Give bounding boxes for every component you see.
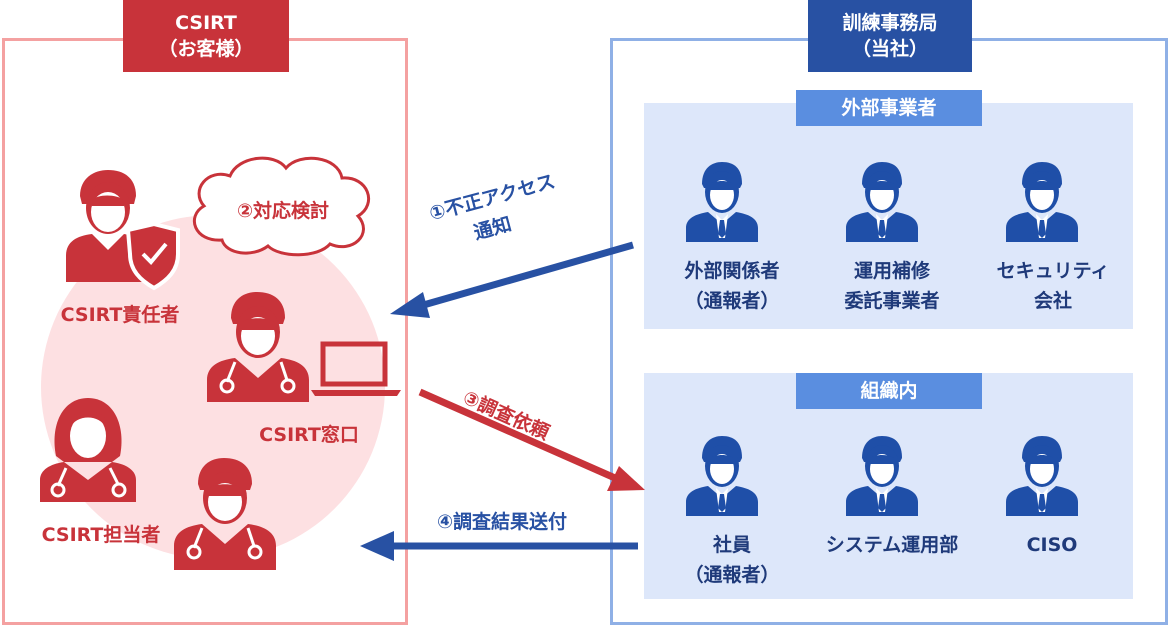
external-member-2-line2: 委託事業者 (844, 290, 940, 312)
external-member-3: セキュリティ 会社 (970, 256, 1136, 316)
arrow-step4-label: ④調査結果送付 (436, 511, 568, 533)
external-member-1-line2: （通報者） (684, 290, 780, 312)
csirt-head-icon (66, 170, 180, 291)
csirt-window-label: CSIRT窓口 (259, 424, 359, 446)
csirt-window-icon (207, 292, 401, 402)
external-member-3-line1: セキュリティ (996, 260, 1110, 282)
arrow-step3-head (607, 466, 645, 491)
office-header-line1: 訓練事務局 (842, 12, 938, 34)
arrow-step3-line (418, 388, 617, 482)
csirt-header-line1: CSIRT (175, 12, 237, 34)
arrow-step1-head (390, 292, 430, 318)
arrow-step1-line (419, 241, 634, 310)
external-member-1-line1: 外部関係者 (684, 260, 780, 282)
csirt-staff-female-icon (40, 398, 136, 502)
internal-member-1: 社員 （通報者） (652, 530, 812, 590)
csirt-header-line2: （お客様） (158, 38, 254, 60)
internal-member-1-line2: （通報者） (684, 564, 780, 586)
office-header-line2: （当社） (851, 38, 928, 60)
internal-group-title: 組織内 (796, 373, 982, 409)
csirt-header-tag: CSIRT （お客様） (123, 0, 289, 72)
external-member-2-line1: 運用補修 (853, 260, 930, 282)
cloud-shape (192, 156, 371, 257)
internal-member-3: CISO (972, 530, 1132, 560)
cloud-label: ②対応検討 (236, 200, 330, 222)
internal-member-2: システム運用部 (800, 530, 984, 560)
csirt-staff-label: CSIRT担当者 (41, 524, 161, 546)
external-member-1: 外部関係者 （通報者） (652, 256, 812, 316)
csirt-staff-male-icon (174, 458, 276, 570)
external-group-title: 外部事業者 (796, 90, 982, 126)
external-member-3-line2: 会社 (1033, 290, 1072, 312)
internal-member-3-line1: CISO (1026, 534, 1078, 556)
internal-member-2-line1: システム運用部 (825, 534, 959, 556)
office-header-tag: 訓練事務局 （当社） (808, 0, 972, 72)
csirt-head-label: CSIRT責任者 (60, 304, 180, 326)
external-member-2: 運用補修 委託事業者 (812, 256, 972, 316)
internal-member-1-line1: 社員 (712, 534, 751, 556)
arrow-step4-head (360, 531, 394, 561)
